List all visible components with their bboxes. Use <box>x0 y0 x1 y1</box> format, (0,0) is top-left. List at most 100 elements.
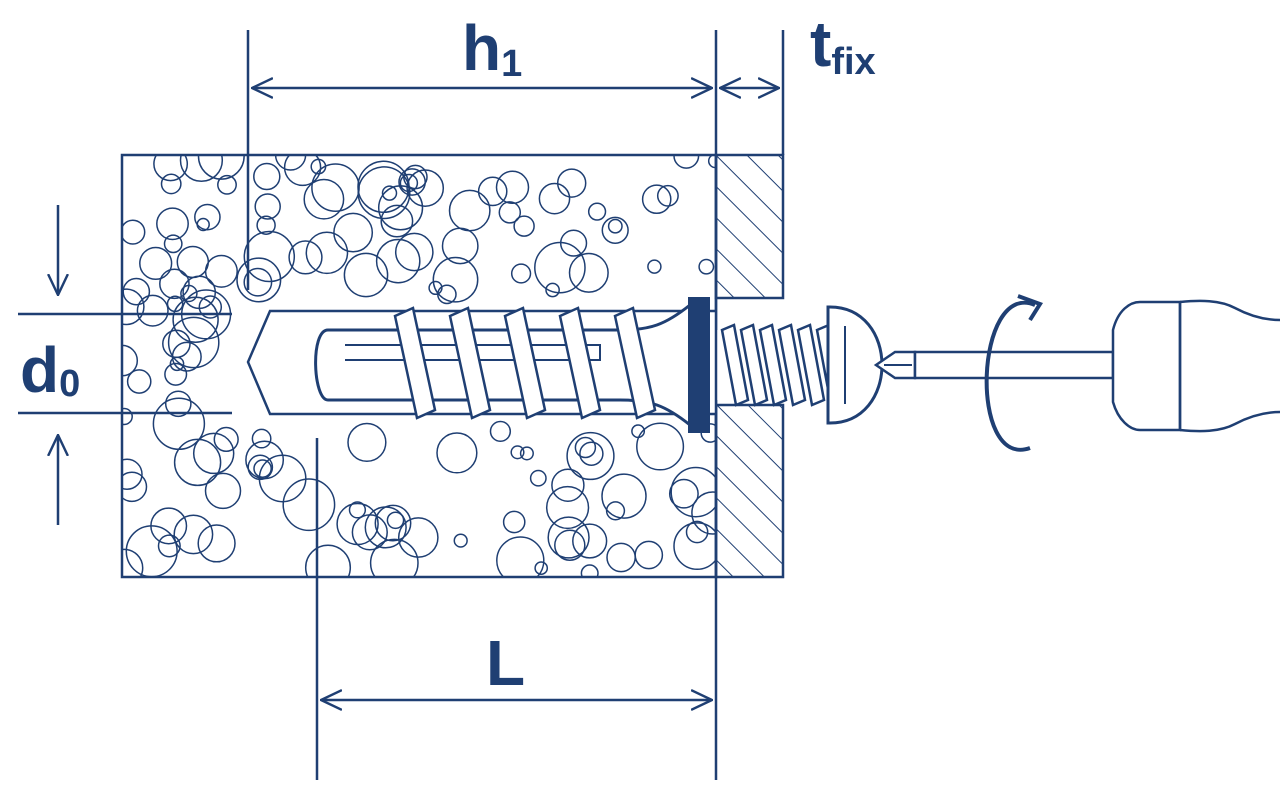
aggregate-stone <box>647 259 662 274</box>
screwdriver-shaft <box>913 350 1115 380</box>
L-label: L <box>486 627 525 699</box>
aggregate-stone <box>303 178 345 220</box>
aggregate-stone <box>283 155 322 187</box>
aggregate-stone <box>607 218 623 234</box>
aggregate-stone <box>538 182 571 215</box>
aggregate-stone <box>566 431 615 481</box>
aggregate-stone <box>122 407 133 426</box>
aggregate-stone <box>347 422 387 463</box>
aggregate-stone <box>698 258 715 275</box>
aggregate-stone <box>428 280 443 296</box>
aggregate-stone <box>204 472 242 510</box>
aggregate-stone <box>397 517 439 558</box>
aggregate-stone <box>534 241 586 294</box>
aggregate-stone <box>348 501 367 519</box>
aggregate-stone <box>380 204 414 238</box>
aggregate-stone <box>398 168 426 196</box>
aggregate-stone <box>510 263 532 284</box>
aggregate-stone <box>122 458 143 490</box>
aggregate-stone <box>364 506 407 549</box>
aggregate-stone <box>534 561 549 575</box>
aggregate-stone <box>164 362 188 386</box>
aggregate-stone <box>406 169 445 207</box>
aggregate-stone <box>351 514 388 551</box>
aggregate-stone <box>436 432 478 474</box>
aggregate-stone <box>656 184 679 207</box>
aggregate-stone <box>256 215 276 235</box>
aggregate-stone <box>198 295 223 319</box>
screw-thread-turn <box>777 323 807 407</box>
screw-thread-turn <box>720 323 750 407</box>
aggregate-stone <box>641 184 672 215</box>
aggregate-stone <box>164 390 192 418</box>
aggregate-stone <box>336 502 379 546</box>
aggregate-stone <box>311 163 360 212</box>
aggregate-stone <box>304 544 352 577</box>
aggregate-stone <box>122 548 144 577</box>
aggregate-stone <box>587 202 607 221</box>
screwdriver-ferrule <box>1111 300 1182 432</box>
plug-thread-rib <box>558 306 602 420</box>
aggregate-stone <box>310 158 327 175</box>
plug-thread-rib <box>613 306 657 420</box>
aggregate-stone <box>529 469 547 487</box>
dimension-lines <box>18 30 785 780</box>
aggregate-stone <box>247 454 274 481</box>
aggregate-stone <box>668 478 699 509</box>
aggregate-stone <box>163 234 183 254</box>
aggregate-stone <box>213 426 239 453</box>
aggregate-stone <box>636 422 685 471</box>
aggregate-stone <box>545 282 560 298</box>
aggregate-stone <box>673 155 700 169</box>
aggregate-stone <box>519 446 534 461</box>
aggregate-stone <box>495 170 530 205</box>
aggregate-stone <box>673 522 716 571</box>
aggregate-stone <box>197 524 236 563</box>
aggregate-stone <box>333 212 374 253</box>
aggregate-stone <box>254 193 281 220</box>
aggregate-stone <box>251 428 272 449</box>
rotation-arrow-icon <box>984 300 1036 452</box>
aggregate-stone <box>369 538 419 577</box>
aggregate-stone <box>305 231 349 275</box>
aggregate-stone <box>122 219 146 245</box>
labels: h1 tfix d0 L <box>20 8 876 699</box>
aggregate-stone <box>432 256 479 303</box>
aggregate-stone <box>489 420 512 443</box>
aggregate-stone <box>194 203 221 231</box>
aggregate-stone <box>288 240 323 275</box>
aggregate-stone <box>217 174 237 195</box>
aggregate-stone <box>126 369 152 394</box>
aggregate-texture <box>122 155 716 577</box>
plastic-plug <box>314 297 710 433</box>
plug-thread-rib <box>448 306 492 420</box>
aggregate-stone <box>394 232 434 272</box>
aggregate-stone <box>568 252 609 293</box>
aggregate-stone <box>513 215 535 237</box>
aggregate-stone <box>173 514 214 555</box>
aggregate-stone <box>136 294 169 327</box>
aggregate-stone <box>381 185 398 201</box>
plug-thread <box>393 306 657 420</box>
aggregate-stone <box>559 229 588 257</box>
aggregate-stone <box>180 284 198 303</box>
fixture-plate <box>714 153 785 579</box>
aggregate-stone <box>502 510 526 534</box>
aggregate-stone <box>245 440 285 480</box>
screw-thread-turn <box>739 323 769 407</box>
aggregate-stone <box>139 246 173 281</box>
aggregate-stone <box>253 162 281 191</box>
plug-collar <box>688 297 710 433</box>
screw-thread-turn <box>796 323 826 407</box>
plug-thread-rib <box>393 306 437 420</box>
h1-label: h1 <box>462 12 522 85</box>
aggregate-stone <box>551 468 585 502</box>
aggregate-stone <box>159 268 190 300</box>
aggregate-stone <box>173 438 222 487</box>
aggregate-stone <box>122 471 148 503</box>
aggregate-stone <box>670 466 716 518</box>
aggregate-stone <box>122 344 139 377</box>
aggregate-stone <box>572 523 608 559</box>
aggregate-stone <box>122 277 151 306</box>
